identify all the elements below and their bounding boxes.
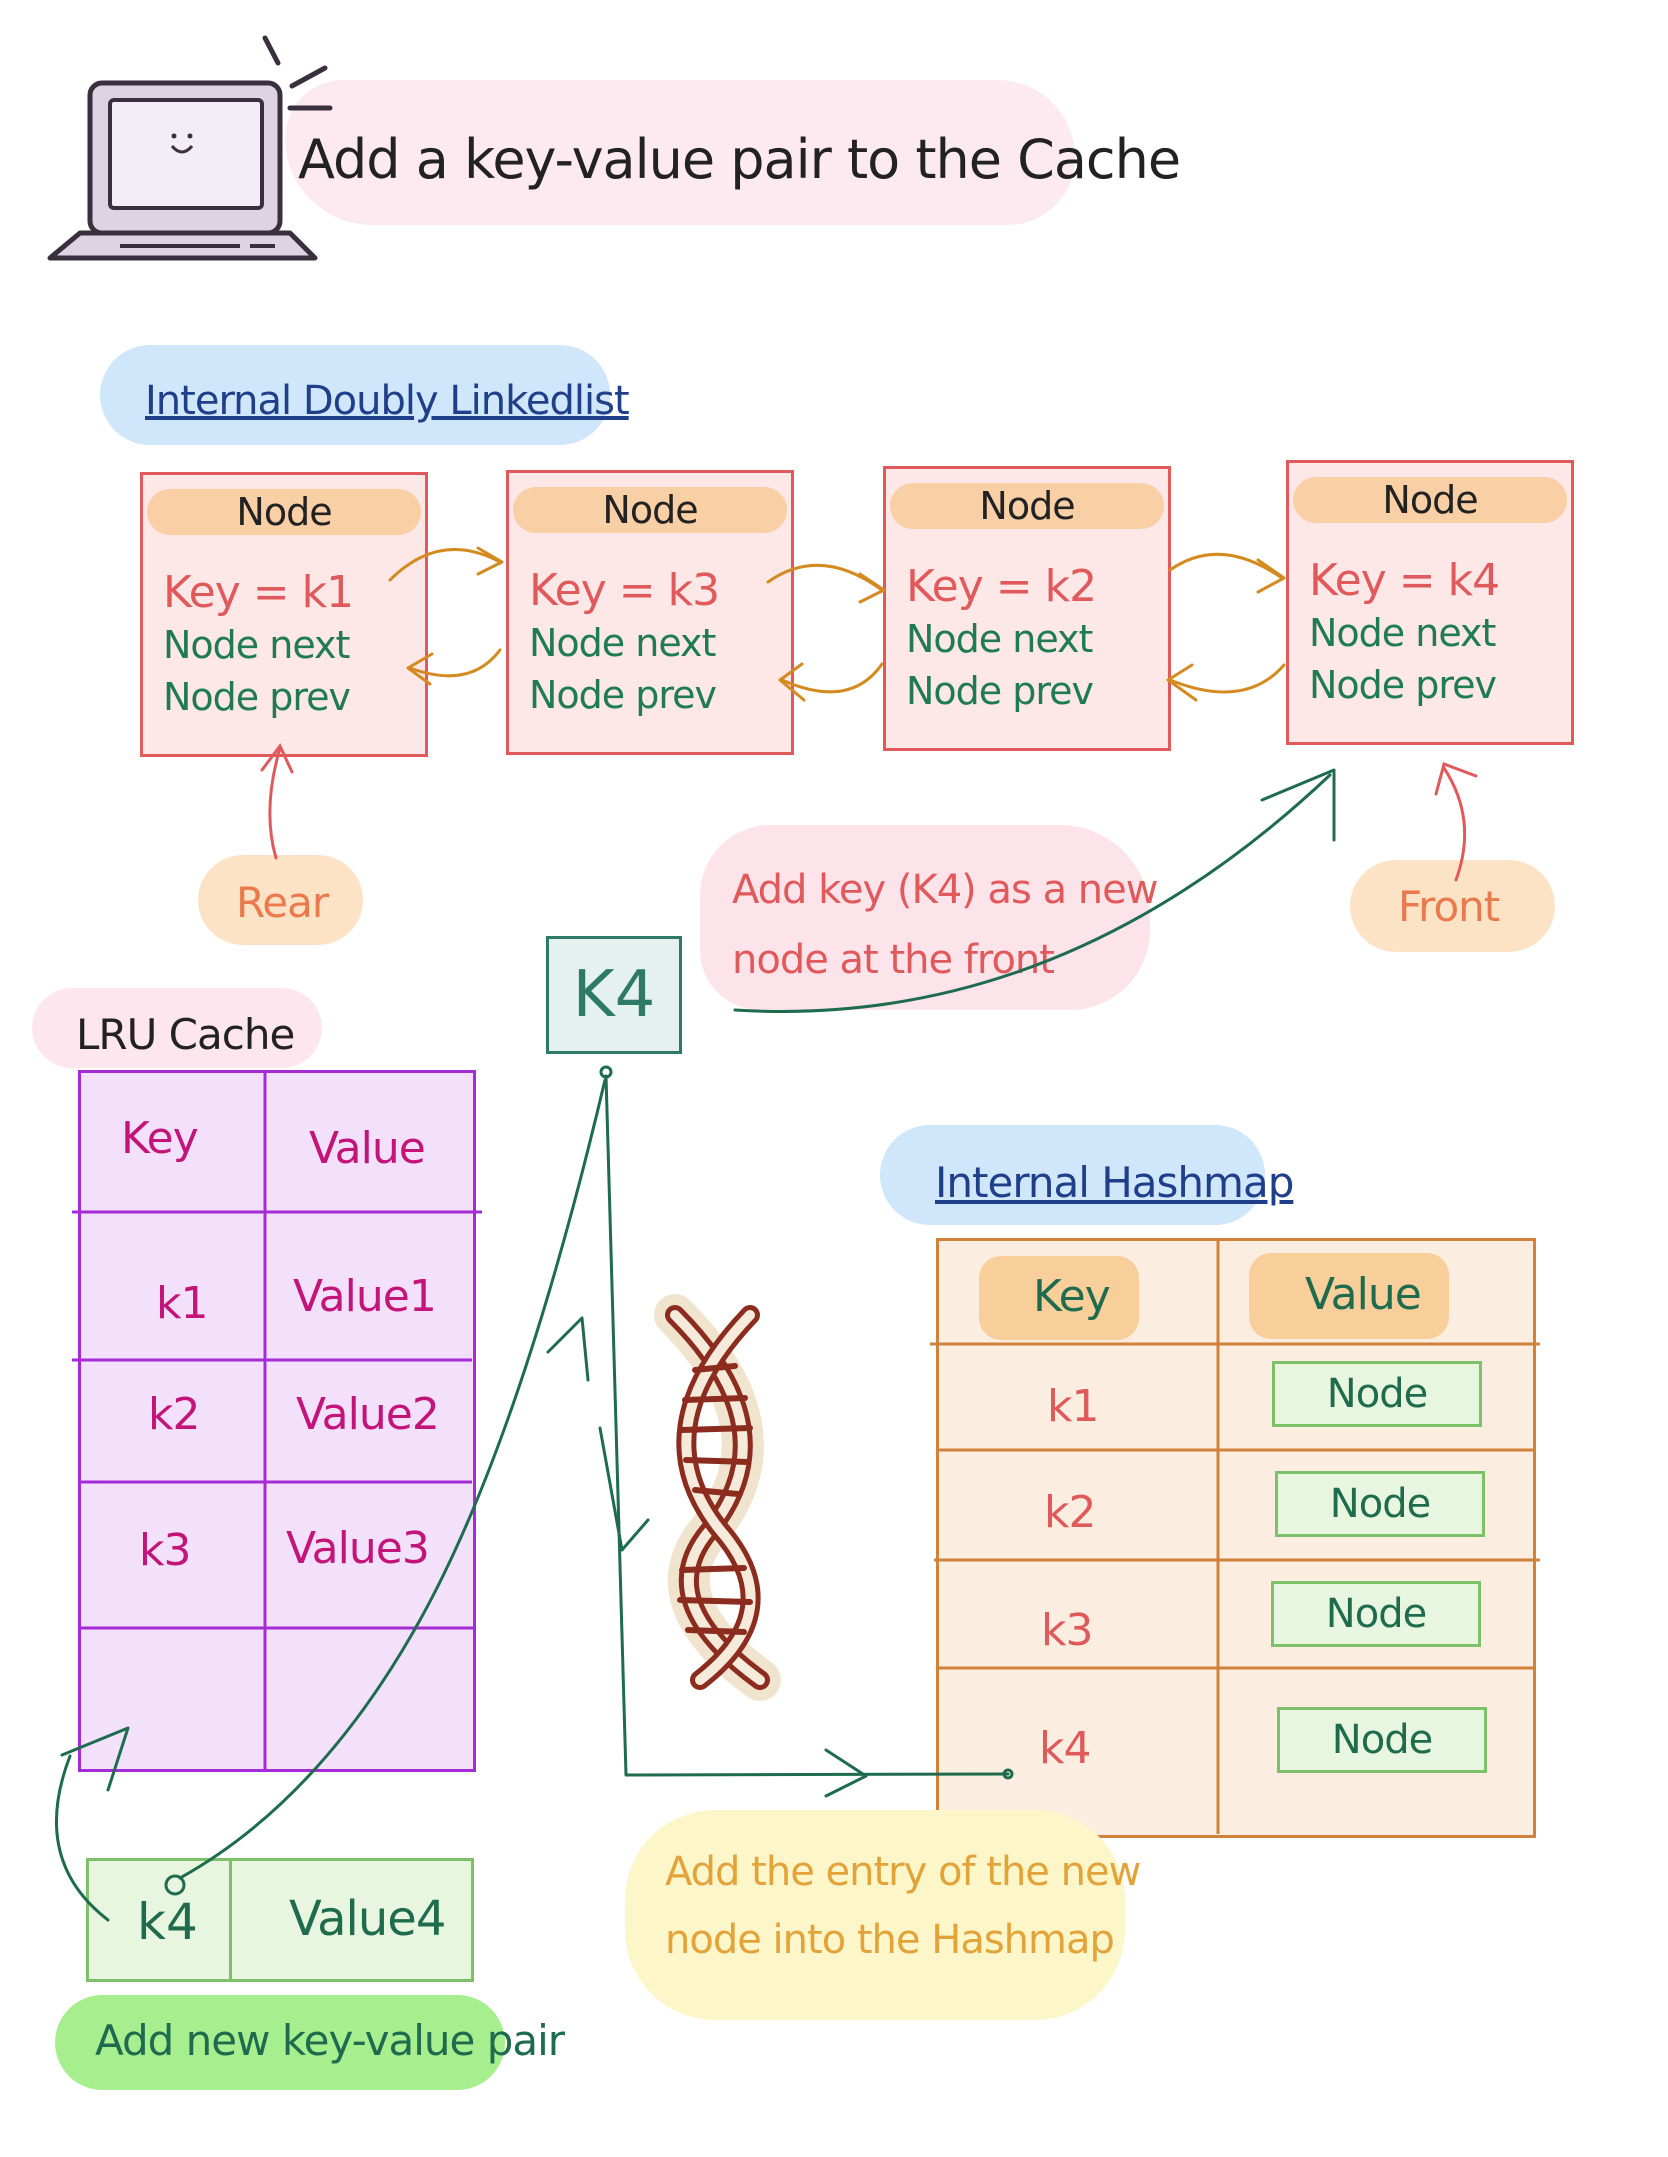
page-title: Add a key-value pair to the Cache [298,128,1181,191]
lru-table: Key Value k1 Value1 k2 Value2 k3 Value3 [78,1070,476,1772]
new-pair-key: k4 [137,1893,198,1951]
lru-row-value: Value2 [296,1389,440,1440]
node-header: Node [890,483,1164,529]
hashmap-row-node: Node [1271,1581,1481,1647]
rear-label-cloud [198,855,363,945]
linkedlist-label: Internal Doubly Linkedlist [145,378,630,424]
node-header: Node [1293,477,1567,523]
linkedlist-label-cloud [100,345,610,445]
hashmap-row-key: k2 [1044,1487,1096,1538]
add-key-note-line: Add key (K4) as a new [732,867,1158,913]
new-pair-label: Add new key-value pair [95,2016,565,2065]
lru-grid-lines [72,1072,482,1770]
hashmap-note-line: Add the entry of the new [665,1849,1141,1895]
lru-label: LRU Cache [76,1010,295,1059]
hashmap-row-node: Node [1272,1361,1482,1427]
new-pair-label-cloud [55,1995,505,2090]
node-key: Key = k2 [906,561,1097,612]
title-highlight [285,80,1075,225]
lru-row-value: Value3 [286,1523,430,1574]
hashmap-note-line: node into the Hashmap [665,1917,1115,1963]
node-next: Node next [163,623,350,667]
lru-header-key: Key [121,1113,199,1164]
node-k1: Node Key = k1 Node next Node prev [140,472,428,757]
lru-label-highlight [32,988,322,1068]
rear-front-arrows [260,743,1478,882]
node-prev: Node prev [163,675,351,719]
node-next: Node next [529,621,716,665]
hashmap-header-value: Value [1305,1269,1422,1320]
hashmap-row-key: k4 [1039,1723,1091,1774]
node-header: Node [513,487,787,533]
node-prev: Node prev [1309,663,1497,707]
hashmap-note: Add the entry of the new node into the H… [665,1838,1141,1974]
node-key: Key = k1 [163,567,354,618]
hashmap-label-cloud [880,1125,1265,1225]
node-next: Node next [1309,611,1496,655]
lru-row-value: Value1 [293,1271,437,1322]
node-next: Node next [906,617,1093,661]
hashmap-grid-lines [930,1240,1540,1834]
hashmap-row-key: k1 [1047,1381,1099,1432]
front-label-cloud [1350,860,1555,952]
add-key-note-cloud [700,825,1150,1010]
hashmap-row-node: Node [1275,1471,1485,1537]
new-key-value-pair: k4 Value4 [86,1858,474,1982]
front-label: Front [1398,882,1500,931]
laptop-icon [47,35,333,261]
hashmap-row-key: k3 [1041,1605,1093,1656]
k4-box: K4 [546,936,682,1054]
node-k4: Node Key = k4 Node next Node prev [1286,460,1574,745]
lru-row-key: k2 [148,1389,200,1440]
flow-arrows [54,768,1336,1922]
node-k2: Node Key = k2 Node next Node prev [883,466,1171,751]
node-key: Key = k3 [529,565,720,616]
new-pair-value: Value4 [289,1891,446,1947]
hashmap-table: Key Value k1 Node k2 Node k3 Node k4 Nod… [936,1238,1536,1838]
linked-list-arrows [388,546,1286,702]
dna-icon [654,1294,781,1701]
rear-label: Rear [236,878,329,927]
hashmap-header-key: Key [1033,1271,1111,1322]
lru-row-key: k3 [139,1525,191,1576]
node-header: Node [147,489,421,535]
node-key: Key = k4 [1309,555,1500,606]
lru-header-value: Value [309,1123,426,1174]
node-k3: Node Key = k3 Node next Node prev [506,470,794,755]
node-prev: Node prev [529,673,717,717]
hashmap-row-node: Node [1277,1707,1487,1773]
add-key-note: Add key (K4) as a new node at the front [732,855,1158,995]
add-key-note-line: node at the front [732,937,1055,983]
lru-row-key: k1 [156,1278,208,1329]
hashmap-note-cloud [625,1810,1125,2020]
hashmap-label: Internal Hashmap [935,1158,1294,1207]
node-prev: Node prev [906,669,1094,713]
